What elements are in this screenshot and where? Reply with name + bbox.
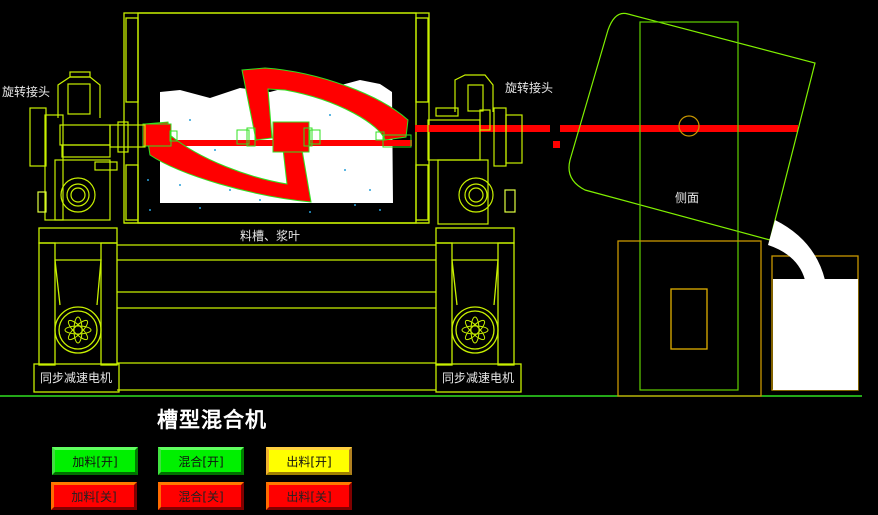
feed-off-button[interactable]: 加料[关] bbox=[51, 482, 137, 510]
rotary-joint-label-left: 旋转接头 bbox=[2, 85, 51, 99]
feed-on-button[interactable]: 加料[开] bbox=[52, 447, 138, 475]
right-gearbox bbox=[427, 74, 523, 225]
discharge-on-button[interactable]: 出料[开] bbox=[266, 447, 352, 475]
left-gearbox bbox=[29, 71, 146, 221]
paddle-blades bbox=[142, 67, 409, 203]
mix-off-button[interactable]: 混合[关] bbox=[158, 482, 244, 510]
side-view-label: 侧面 bbox=[675, 191, 700, 205]
mix-on-button[interactable]: 混合[开] bbox=[158, 447, 244, 475]
motor-label-left: 同步减速电机 bbox=[40, 371, 113, 385]
drive-shaft bbox=[415, 125, 550, 132]
paddle-hubs bbox=[169, 127, 412, 148]
base-frame bbox=[33, 227, 522, 393]
side-view bbox=[568, 12, 859, 397]
particles bbox=[147, 114, 396, 213]
discharge-off-button[interactable]: 出料[关] bbox=[266, 482, 352, 510]
motor-fans bbox=[64, 316, 489, 344]
motor-label-right: 同步减速电机 bbox=[442, 371, 515, 385]
indicator-square bbox=[553, 141, 560, 148]
page-title: 槽型混合机 bbox=[157, 408, 267, 432]
rotary-joint-label-right: 旋转接头 bbox=[505, 81, 554, 95]
trough-paddle-label: 料槽、浆叶 bbox=[240, 229, 301, 243]
trough bbox=[123, 12, 430, 224]
